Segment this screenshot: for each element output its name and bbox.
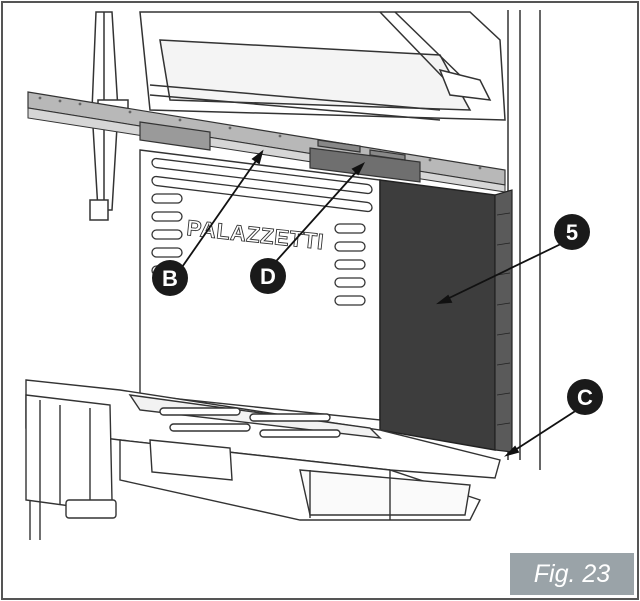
bottom-base [25,379,501,540]
rail-brackets [139,121,421,183]
top-hood [139,11,506,121]
callout-d-label: D [260,264,276,289]
callout-b-label: B [162,266,178,291]
callout-d: D [250,258,286,294]
callout-c-label: C [577,385,593,410]
callout-b: B [152,260,188,296]
callout-5-label: 5 [566,220,578,245]
side-panel-5 [379,179,513,453]
callout-c: C [567,379,603,415]
right-frame [507,10,541,470]
callout-5: 5 [554,214,590,250]
figure-label: Fig. 23 [510,553,634,595]
leader-arrows [179,149,581,457]
